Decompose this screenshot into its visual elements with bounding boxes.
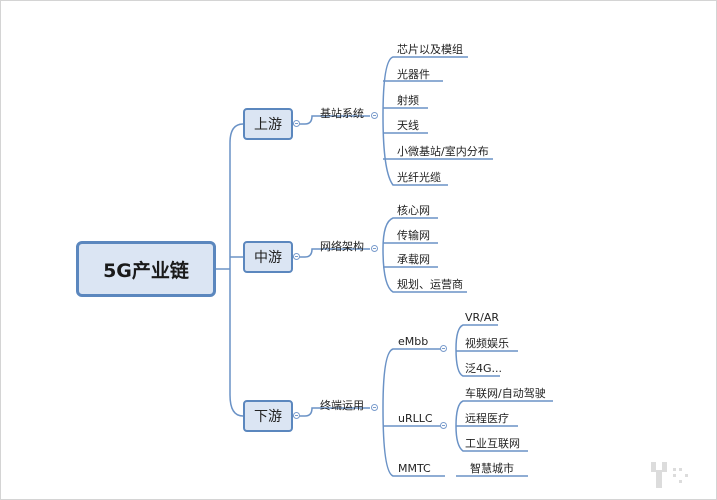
branch-embb[interactable]: eMbb — [398, 335, 429, 348]
leaf-smart-city[interactable]: 智慧城市 — [470, 462, 514, 475]
collapse-toggle-downstream[interactable] — [293, 412, 300, 419]
leaf-iov-autonomous[interactable]: 车联网/自动驾驶 — [465, 387, 546, 400]
branch-mmtc[interactable]: MMTC — [398, 462, 431, 475]
leaf-pan-4g[interactable]: 泛4G... — [465, 362, 503, 375]
leaf-planning-operators[interactable]: 规划、运营商 — [397, 278, 463, 291]
node-upstream[interactable]: 上游 — [243, 108, 293, 140]
collapse-toggle-network[interactable] — [371, 245, 378, 252]
leaf-core-network[interactable]: 核心网 — [397, 204, 430, 217]
collapse-toggle-terminal[interactable] — [371, 404, 378, 411]
branch-urllc[interactable]: uRLLC — [398, 412, 433, 425]
leaf-antenna[interactable]: 天线 — [397, 119, 419, 132]
node-midstream[interactable]: 中游 — [243, 241, 293, 273]
leaf-industrial-internet[interactable]: 工业互联网 — [465, 437, 520, 450]
leaf-small-cell[interactable]: 小微基站/室内分布 — [397, 145, 489, 158]
leaf-transport-network[interactable]: 传输网 — [397, 229, 430, 242]
collapse-toggle-embb[interactable] — [440, 345, 447, 352]
collapse-toggle-midstream[interactable] — [293, 253, 300, 260]
watermark-logo — [651, 462, 688, 488]
root-node[interactable]: 5G产业链 — [76, 241, 216, 297]
leaf-chips-modules[interactable]: 芯片以及模组 — [397, 43, 463, 56]
collapse-toggle-upstream[interactable] — [293, 120, 300, 127]
branch-terminal[interactable]: 终端运用 — [320, 399, 364, 412]
leaf-bearer-network[interactable]: 承载网 — [397, 253, 430, 266]
leaf-rf[interactable]: 射频 — [397, 94, 419, 107]
leaf-optical-devices[interactable]: 光器件 — [397, 68, 430, 81]
node-downstream[interactable]: 下游 — [243, 400, 293, 432]
collapse-toggle-base-station[interactable] — [371, 112, 378, 119]
branch-network[interactable]: 网络架构 — [320, 240, 364, 253]
leaf-video-entertainment[interactable]: 视频娱乐 — [465, 337, 509, 350]
leaf-vr-ar[interactable]: VR/AR — [465, 311, 500, 324]
branch-base-station[interactable]: 基站系统 — [320, 107, 364, 120]
leaf-telemedicine[interactable]: 远程医疗 — [465, 412, 509, 425]
collapse-toggle-urllc[interactable] — [440, 422, 447, 429]
leaf-fiber-cable[interactable]: 光纤光缆 — [397, 171, 441, 184]
